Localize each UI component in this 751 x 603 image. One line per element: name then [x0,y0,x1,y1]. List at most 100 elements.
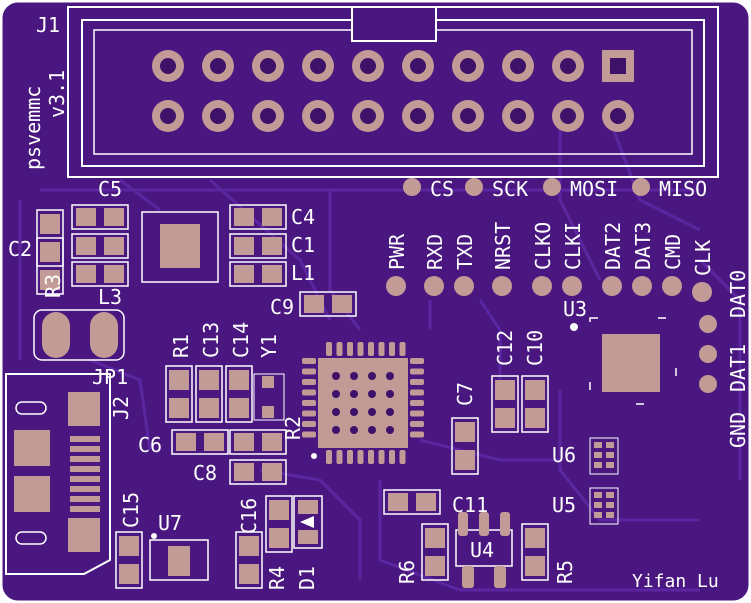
passive-pad [104,237,124,255]
j2-connector [5,373,111,575]
passive-outline [71,261,129,287]
passive-pad [40,214,60,234]
passive-outline [229,261,287,287]
test-point-clk [692,282,712,302]
label-c1: C1 [291,233,315,257]
author-label: Yifan Lu [632,571,719,592]
passive-outline [491,375,519,433]
test-point-dat3 [632,276,652,296]
label-j2: J2 [109,396,133,420]
label-c6: C6 [138,433,162,457]
label-u3: U3 [563,297,587,321]
mcu-pin [302,389,316,396]
mcu-pin1-marker [311,453,317,459]
passive-outline [451,417,479,475]
passive-pad [269,528,289,548]
mcu-via [386,408,394,416]
passive-pad [455,450,475,470]
passive-outline [299,291,357,317]
label-u7: U7 [158,511,182,535]
passive-pad [199,370,219,390]
mcu-pin [399,342,406,356]
board-name: psvemmc [21,86,45,170]
mcu-via [350,408,358,416]
j1-pins [152,50,634,132]
test-point-mosi [543,178,561,196]
j1-connector [67,6,719,178]
label-c9: C9 [270,295,294,319]
passive-outline [229,429,287,455]
label-l3: L3 [98,285,122,309]
label-c2: C2 [8,237,32,261]
passive-pad [76,237,96,255]
passive-outline [521,523,549,581]
j2-finger [70,506,100,512]
mcu-via [368,408,376,416]
passive-pad [495,380,515,400]
passive-pad [76,265,96,283]
passive-pad [119,536,139,556]
j2-finger [70,476,100,482]
passive-pad [269,500,289,520]
label-clki: CLKI [561,222,585,270]
passive-outline [71,204,129,230]
test-point-dat0 [699,315,717,333]
mcu-pin [378,450,385,464]
j1-ref: J1 [36,13,60,37]
passive-outline [195,365,223,423]
mcu-pin [347,342,353,356]
passive-pad [40,270,60,290]
label-c16: C16 [237,498,261,534]
passive-outline [229,233,287,259]
label-c13: C13 [199,322,223,358]
u7-chip [149,533,209,581]
label-dat3: DAT3 [631,222,655,270]
mcu-pin [368,342,374,356]
mcu-pin [302,400,316,406]
passive-outline [71,233,129,259]
passive-pad [304,295,324,313]
label-c4: C4 [291,205,315,229]
passive-outline [225,365,253,423]
mcu-via [350,426,358,434]
label-c14: C14 [229,322,253,358]
mcu-via [332,390,340,398]
copper-traces [18,110,742,592]
test-point-txd [454,276,474,296]
label-u6: U6 [552,443,576,467]
mcu-pin [302,368,316,375]
passive-outline [235,531,263,589]
passive-outline [171,429,229,455]
passive-pad [525,528,545,548]
d1-diode [293,495,323,549]
passive-pad [388,493,408,511]
test-point-nrst [492,276,512,296]
passive-pad [525,556,545,576]
mcu-pin [357,450,364,464]
test-point-cs [403,178,421,196]
passive-pad [262,265,282,283]
passive-outline [383,489,441,515]
mcu-pin [410,389,424,396]
passive-pad [239,564,259,584]
label-cmd: CMD [661,234,685,270]
mcu-pin [357,342,364,356]
mcu-pin [378,342,385,356]
passive-pad [76,208,96,226]
mcu-pin [302,410,316,417]
test-point-rxd [424,276,444,296]
mcu-pin [336,342,343,356]
mcu-pin [410,358,424,364]
mcu-via [386,426,394,434]
label-clko: CLKO [531,222,555,270]
mcu-pin [389,450,395,464]
label-u5: U5 [552,493,576,517]
mcu-via [332,372,340,380]
u4-chip [455,512,513,588]
label-d1: D1 [295,566,319,590]
label-r4: R4 [265,566,289,590]
test-point-cmd [662,276,682,296]
passive-pad [204,433,224,451]
